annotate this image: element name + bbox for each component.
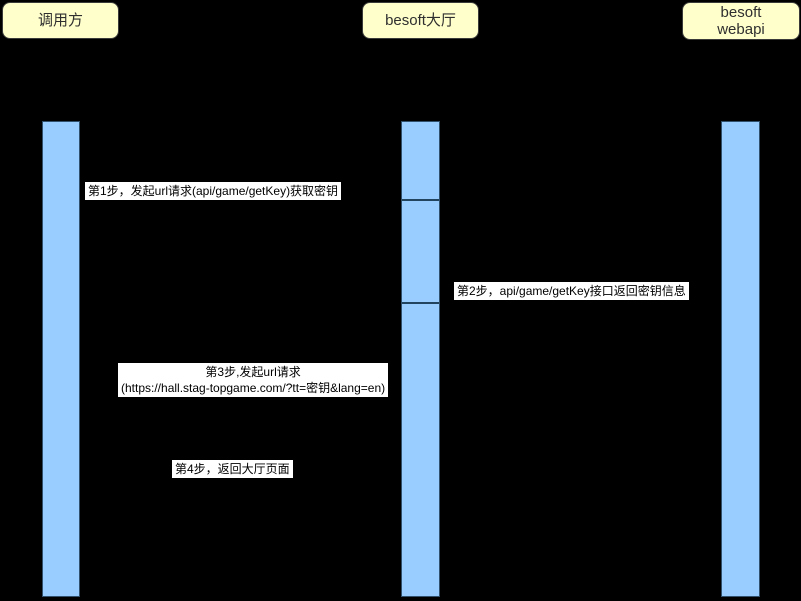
message-label-step3: 第3步,发起url请求 (https://hall.stag-topgame.c… (118, 363, 389, 398)
activation-segment-divider (402, 302, 439, 304)
message-label-step4: 第4步，返回大厅页面 (172, 460, 293, 479)
activation-bar-caller (42, 121, 80, 597)
activation-segment-divider (402, 199, 439, 201)
actor-box-besoft-hall: besoft大厅 (362, 2, 479, 39)
actor-box-besoft-webapi: besoft webapi (682, 2, 800, 40)
activation-bar-besoft-webapi (721, 121, 760, 597)
message-label-step2: 第2步，api/game/getKey接口返回密钥信息 (454, 282, 689, 301)
message-label-step1: 第1步，发起url请求(api/game/getKey)获取密钥 (85, 182, 342, 201)
actor-box-caller: 调用方 (2, 2, 119, 39)
activation-bar-besoft-hall (401, 121, 440, 597)
